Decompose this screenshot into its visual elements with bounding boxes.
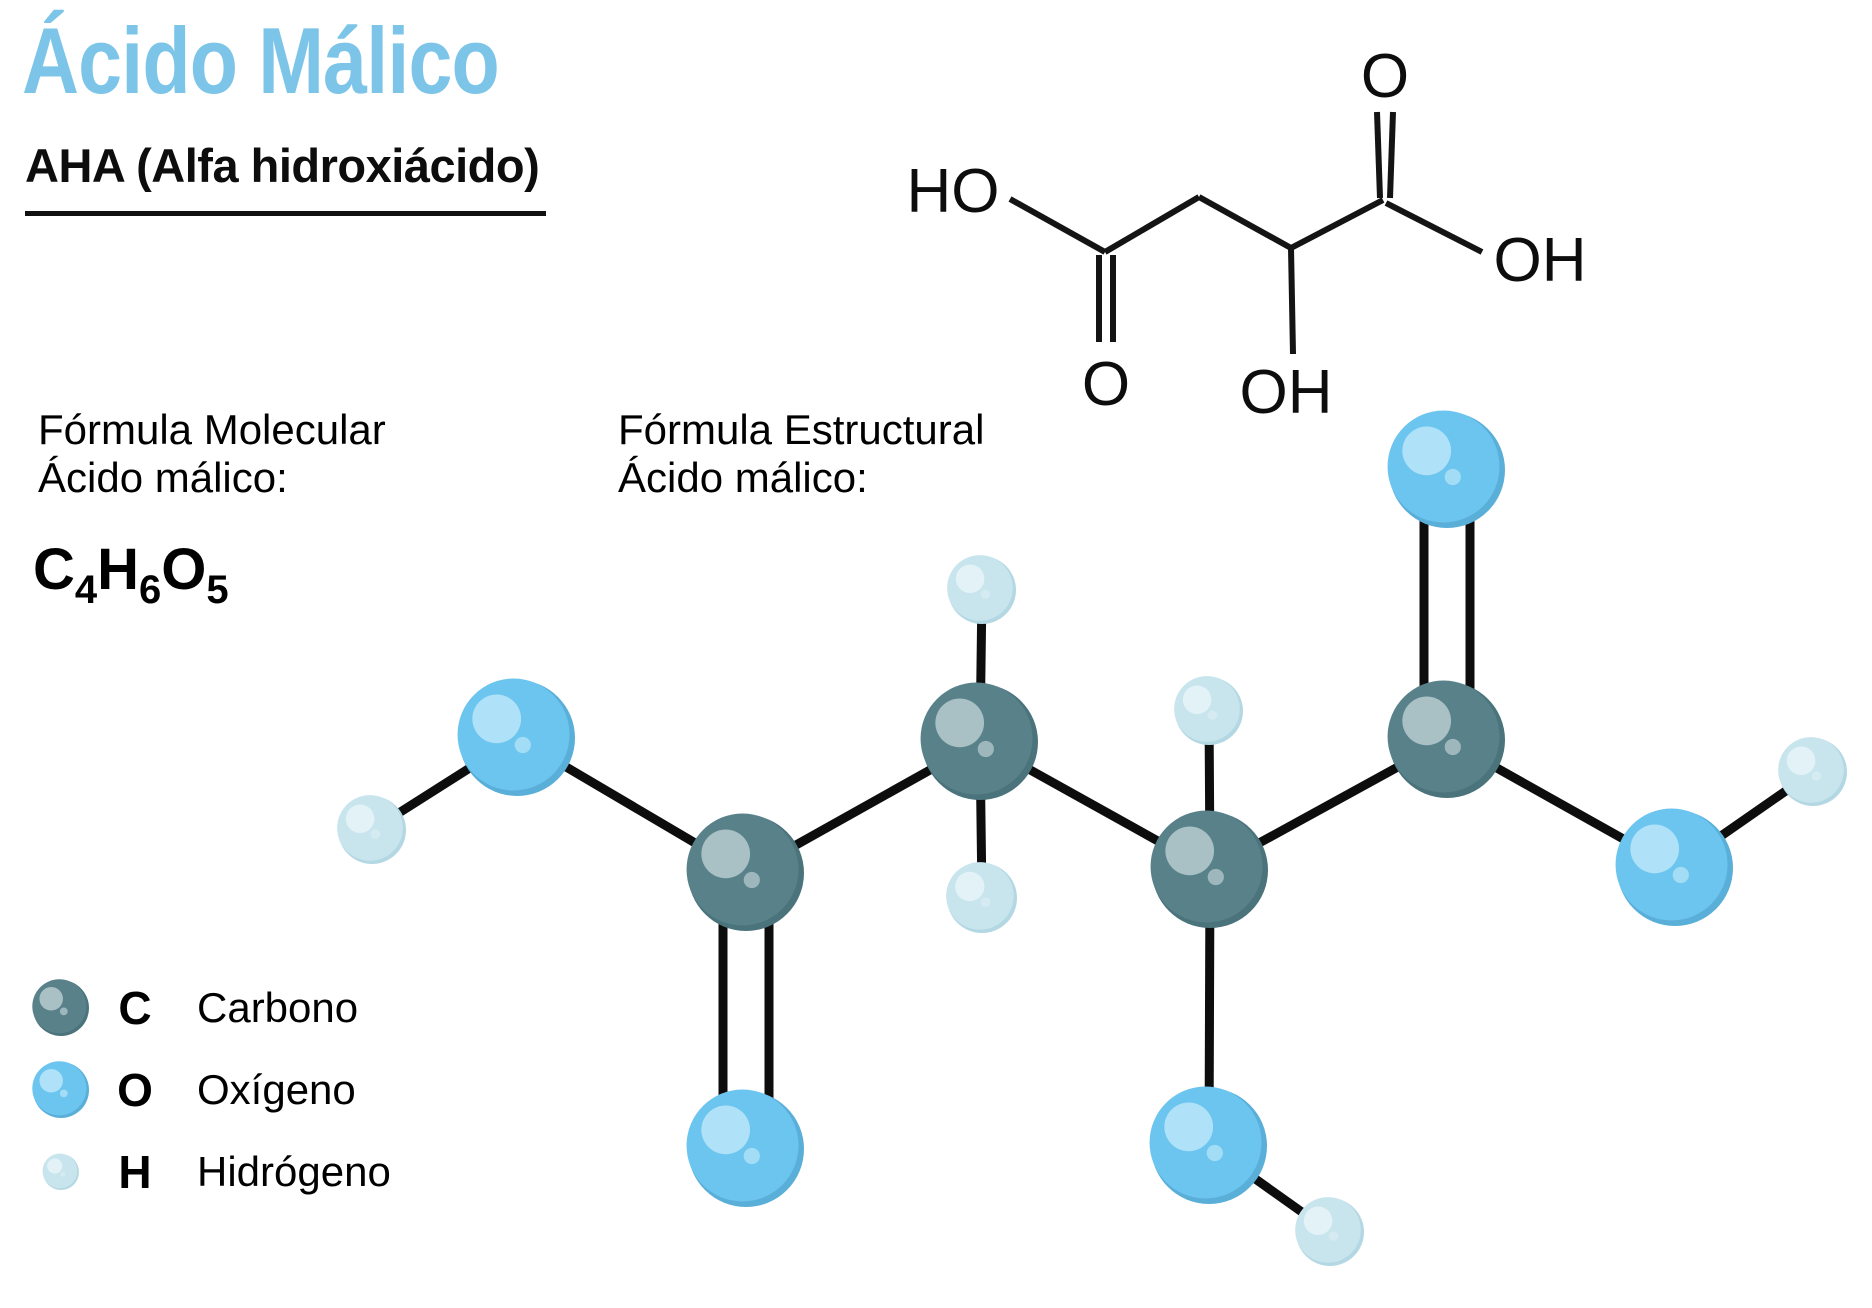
skeletal-bond <box>1384 200 1484 255</box>
page-title: Ácido Málico <box>22 8 500 113</box>
formula-element-symbol: C <box>33 537 75 602</box>
legend-name: Carbono <box>197 984 359 1031</box>
skeletal-bond <box>1103 194 1201 255</box>
atom-highlight <box>39 1069 63 1093</box>
atom-highlight <box>1164 1102 1214 1152</box>
legend-row-carbono: C Carbono <box>30 975 590 1041</box>
legend-name: Oxígeno <box>197 1066 356 1113</box>
oxygen-atom <box>1149 1086 1267 1204</box>
skeletal-atom-label: OH <box>1240 358 1333 427</box>
skeletal-bond <box>1008 196 1107 255</box>
atom-highlight-dot <box>980 897 991 908</box>
hydrogen-atom <box>42 1153 79 1190</box>
carbon-atom <box>686 813 804 931</box>
legend-ball-slot <box>30 1060 92 1120</box>
formula-element-symbol: O <box>161 537 207 602</box>
skeletal-bond <box>1197 194 1293 251</box>
atom-highlight-dot <box>1444 468 1461 486</box>
atom-highlight-dot <box>1328 1231 1339 1241</box>
subtitle-underline <box>25 211 546 216</box>
legend-row-oxígeno: O Oxígeno <box>30 1057 590 1123</box>
formula-subscript: 6 <box>139 568 162 612</box>
atom-highlight <box>1182 685 1212 715</box>
ball-stick-model <box>337 410 1847 1266</box>
skeletal-bond <box>1387 111 1396 199</box>
atom-highlight-dot <box>1207 710 1218 720</box>
atom-highlight <box>955 871 985 902</box>
atom-highlight <box>1165 826 1215 876</box>
hydrogen-atom <box>1295 1197 1364 1266</box>
atom-highlight-dot <box>1206 1144 1223 1162</box>
oxygen-atom <box>32 1061 89 1118</box>
atom-highlight <box>955 564 985 594</box>
atom-highlight <box>1630 824 1680 874</box>
atom-highlight-dot <box>1207 868 1224 886</box>
molecular-formula-caption: Fórmula Molecular Ácido málico: <box>38 406 386 501</box>
page-subtitle: AHA (Alfa hidroxiácido) <box>25 139 540 192</box>
atom-highlight-dot <box>514 736 531 754</box>
skeletal-atom-label: OH <box>1494 226 1587 295</box>
legend-hidrógeno-ball-icon <box>42 1153 79 1190</box>
carbon-atom <box>1150 810 1268 928</box>
skeletal-bond <box>1289 197 1385 251</box>
legend-carbono-ball-icon <box>32 979 89 1036</box>
atom-highlight-dot <box>1811 771 1822 781</box>
legend-name: Hidrógeno <box>197 1148 391 1195</box>
oxygen-atom <box>457 678 575 796</box>
carbon-atom <box>920 682 1038 800</box>
legend-ball-slot <box>30 978 92 1038</box>
skeletal-bond <box>1374 111 1383 199</box>
atom-highlight-dot <box>60 1171 66 1177</box>
formula-subscript: 5 <box>206 568 229 612</box>
legend-symbol: C <box>118 982 152 1034</box>
atom-highlight <box>1402 696 1452 746</box>
atom-highlight <box>935 698 985 748</box>
skeletal-atom-label: HO <box>907 157 1000 226</box>
atom-highlight-dot <box>743 871 760 889</box>
atom-highlight <box>345 804 375 834</box>
skeletal-atom-label: O <box>1361 42 1409 111</box>
atom-highlight <box>472 694 522 744</box>
molecular-formula-text: C4H6O5 <box>33 536 229 613</box>
atom-highlight <box>39 987 63 1011</box>
atom-highlight-dot <box>370 829 381 839</box>
oxygen-atom <box>686 1089 804 1207</box>
hydrogen-atom <box>337 795 406 864</box>
atom-highlight <box>1402 426 1452 476</box>
formula-subscript: 4 <box>74 568 98 612</box>
legend-symbol: O <box>117 1064 153 1116</box>
atom-highlight-dot <box>980 589 991 599</box>
legend-row-hidrógeno: H Hidrógeno <box>30 1139 590 1205</box>
hydrogen-atom <box>1174 676 1243 745</box>
skeletal-bond <box>1288 247 1296 355</box>
atom-highlight-dot <box>59 1007 68 1016</box>
skeletal-atom-label: O <box>1082 350 1130 419</box>
oxygen-atom <box>1615 808 1733 926</box>
atom-highlight-dot <box>1672 866 1689 884</box>
atom-highlight <box>701 1105 751 1155</box>
atom-highlight <box>1303 1206 1333 1236</box>
hydrogen-atom <box>946 862 1017 933</box>
atom-highlight <box>701 829 751 879</box>
atom-highlight <box>1786 746 1816 776</box>
legend-oxígeno-ball-icon <box>32 1061 89 1118</box>
legend-ball-slot <box>30 1152 92 1192</box>
atom-highlight <box>47 1158 63 1174</box>
skeletal-formula: HO O O OH OH <box>907 42 1587 427</box>
atom-highlight-dot <box>977 740 994 758</box>
hydrogen-atom <box>1778 737 1847 806</box>
legend-symbol: H <box>118 1146 152 1198</box>
formula-element-symbol: H <box>97 537 140 602</box>
atom-highlight-dot <box>1444 738 1461 756</box>
atom-highlight-dot <box>59 1089 68 1098</box>
oxygen-atom <box>1387 410 1505 528</box>
carbon-atom <box>32 979 89 1036</box>
structural-formula-caption: Fórmula Estructural Ácido málico: <box>618 406 985 501</box>
carbon-atom <box>1387 680 1505 798</box>
hydrogen-atom <box>947 555 1016 624</box>
atom-highlight-dot <box>743 1147 760 1165</box>
